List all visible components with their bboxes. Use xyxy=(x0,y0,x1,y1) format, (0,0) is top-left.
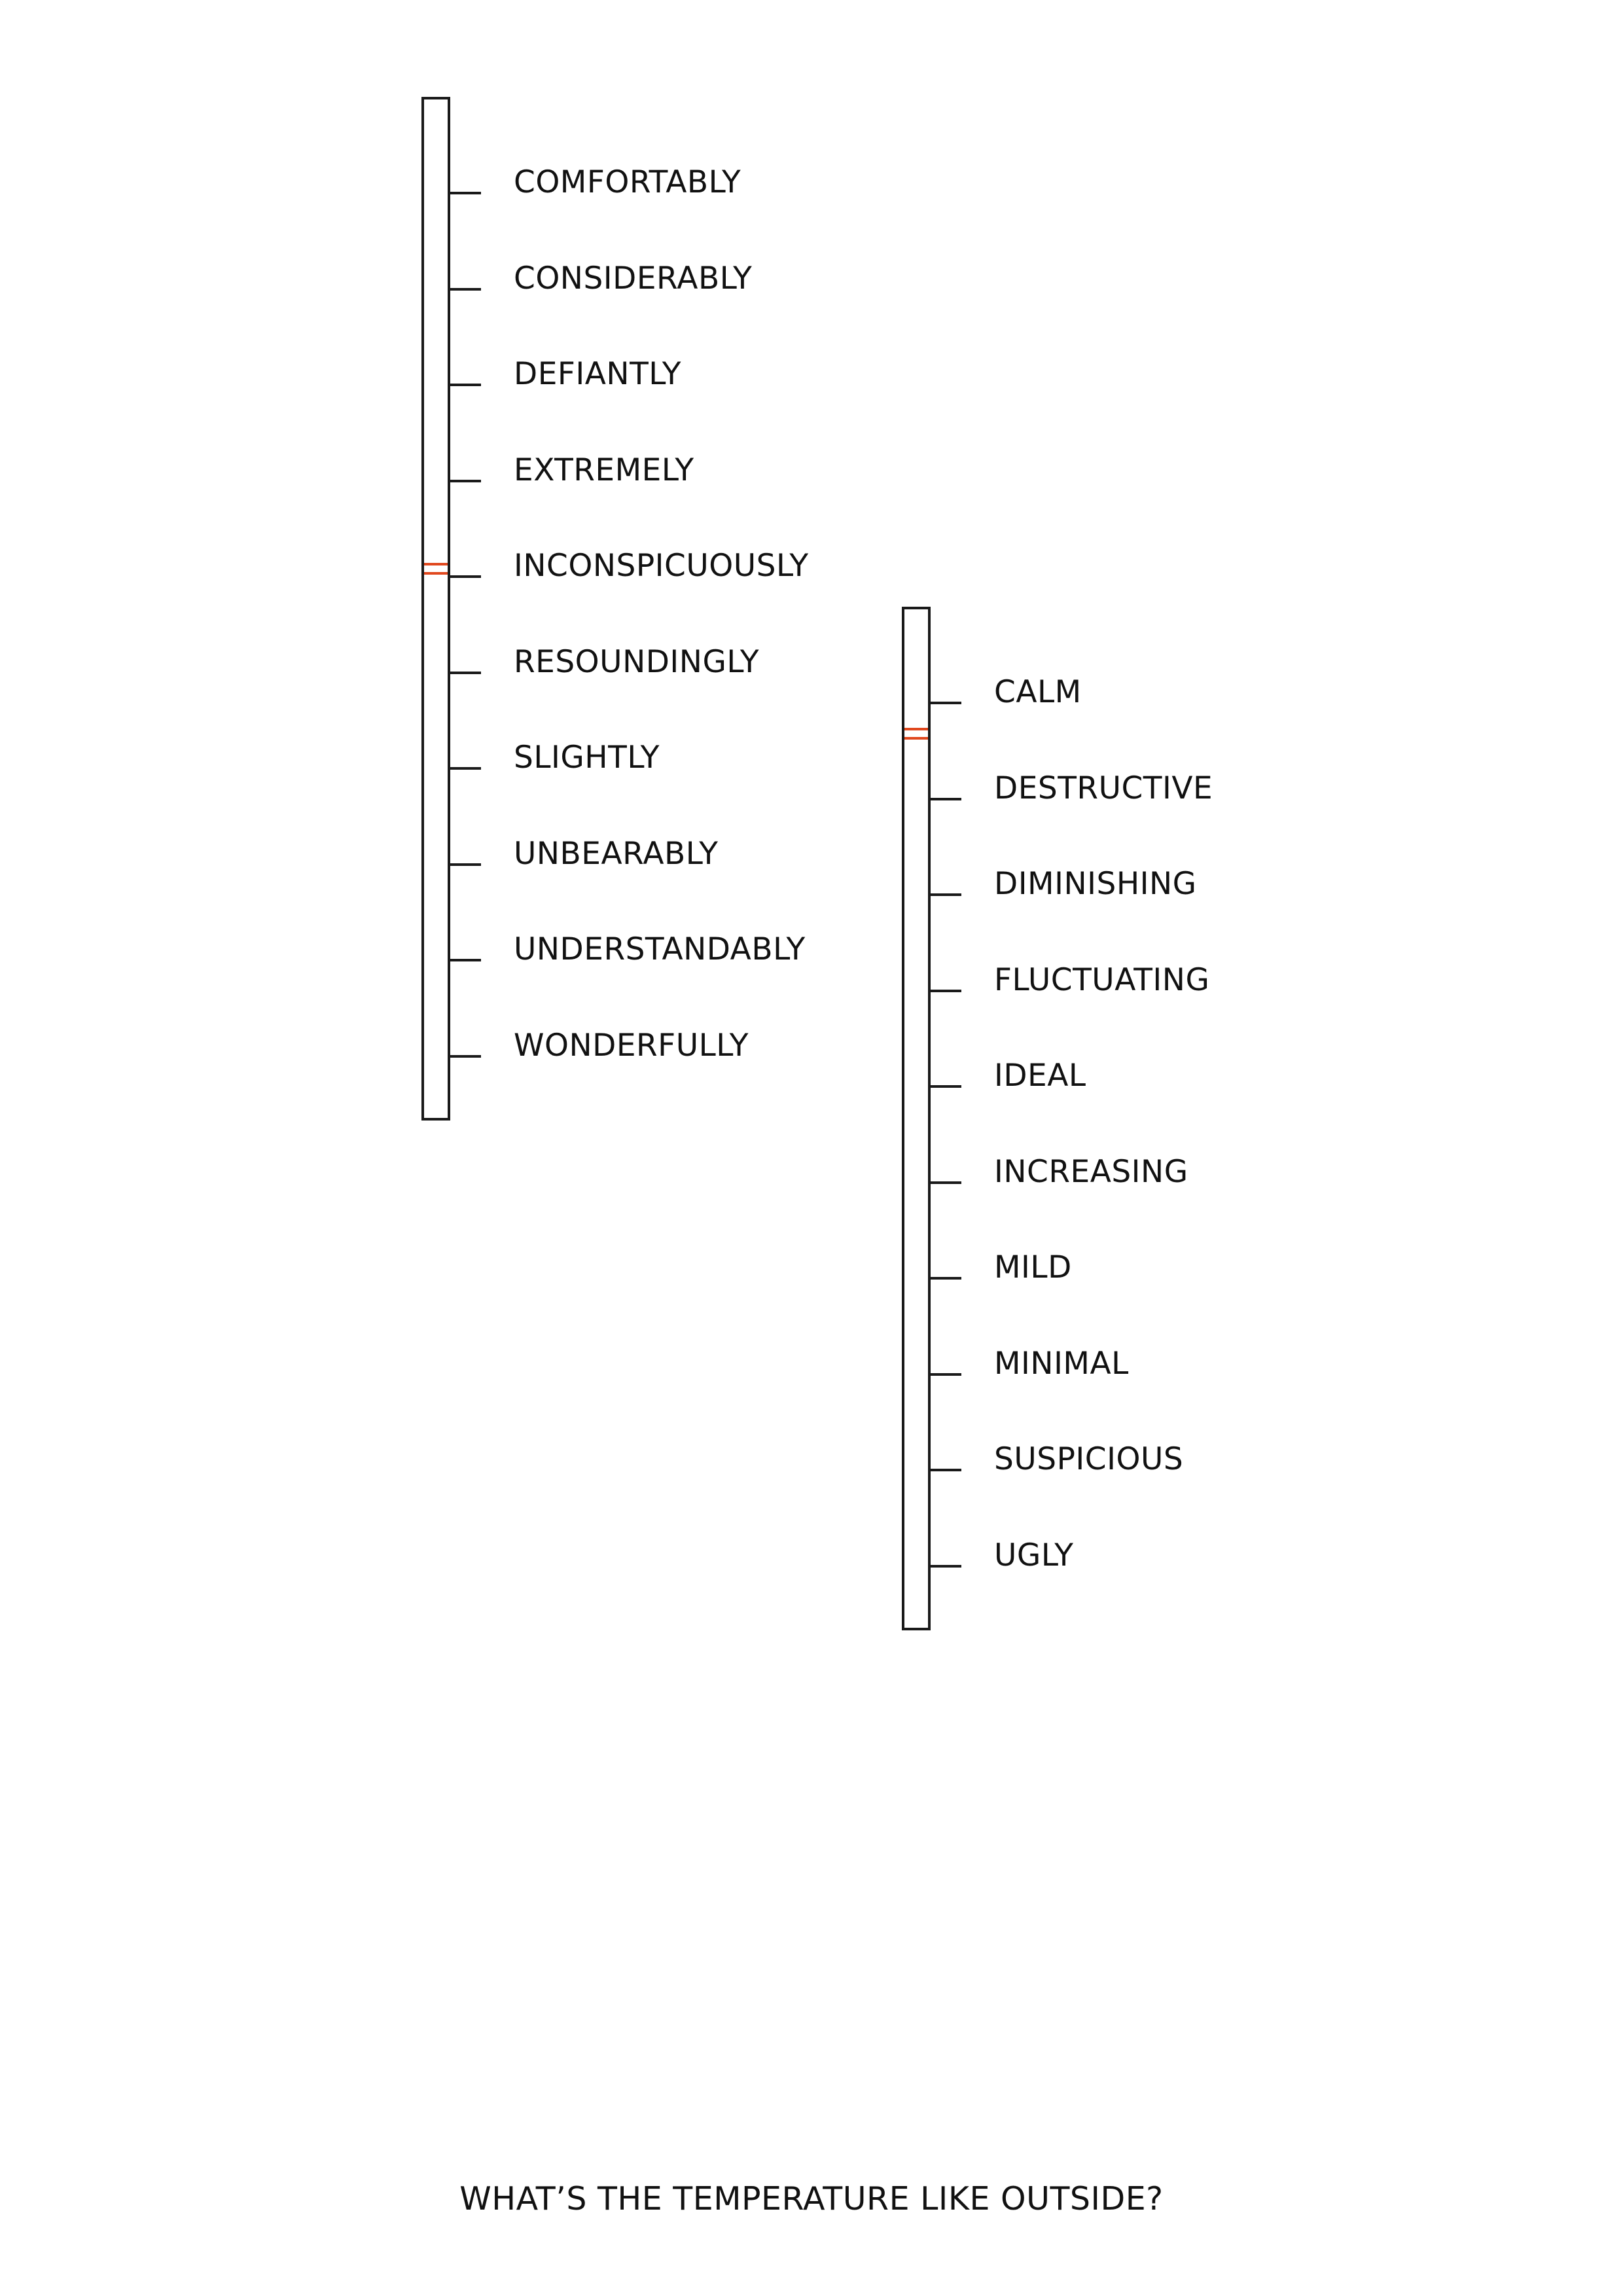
tick-mark xyxy=(931,1277,961,1280)
tick-mark xyxy=(931,1372,961,1376)
tick-label: WONDERFULLY xyxy=(514,1027,749,1064)
tick-mark xyxy=(450,959,481,961)
tick-mark xyxy=(450,287,481,291)
tick-label: SLIGHTLY xyxy=(514,740,660,776)
tick-label: IDEAL xyxy=(994,1058,1086,1094)
tick-label: MINIMAL xyxy=(994,1345,1129,1382)
tick-label: DESTRUCTIVE xyxy=(994,770,1213,806)
level-marker xyxy=(424,563,448,575)
tick-label: RESOUNDINGLY xyxy=(514,643,760,680)
tick-label: EXTREMELY xyxy=(514,452,694,488)
tick-label: INCREASING xyxy=(994,1153,1188,1190)
tick-mark xyxy=(931,989,961,992)
tick-label: INCONSPICUOUSLY xyxy=(514,548,809,584)
tick-label: COMFORTABLY xyxy=(514,164,741,200)
caption-question: WHAT’S THE TEMPERATURE LIKE OUTSIDE? xyxy=(459,2180,1164,2217)
tick-mark xyxy=(931,702,961,704)
tick-label: MILD xyxy=(994,1249,1072,1285)
tick-label: DEFIANTLY xyxy=(514,356,681,392)
level-marker xyxy=(904,727,928,740)
tick-mark xyxy=(450,863,481,866)
tick-label: CONSIDERABLY xyxy=(514,260,753,296)
thermometer-tube xyxy=(421,97,450,1121)
tick-mark xyxy=(450,767,481,770)
tick-label: FLUCTUATING xyxy=(994,961,1210,998)
tick-mark xyxy=(931,1181,961,1184)
tick-mark xyxy=(931,1469,961,1471)
tick-label: CALM xyxy=(994,674,1082,710)
tick-label: UGLY xyxy=(994,1537,1074,1573)
tick-mark xyxy=(931,797,961,800)
tick-mark xyxy=(931,893,961,896)
tick-mark xyxy=(450,384,481,386)
tick-mark xyxy=(450,479,481,482)
tick-mark xyxy=(450,1054,481,1058)
tick-label: SUSPICIOUS xyxy=(994,1441,1184,1477)
tick-mark xyxy=(931,1085,961,1088)
tick-mark xyxy=(450,575,481,578)
tick-label: UNBEARABLY xyxy=(514,835,719,872)
tick-label: DIMINISHING xyxy=(994,866,1197,902)
tick-mark xyxy=(931,1564,961,1568)
tick-label: UNDERSTANDABLY xyxy=(514,931,806,967)
tick-mark xyxy=(450,192,481,194)
tick-mark xyxy=(450,671,481,674)
thermometer-tube xyxy=(902,607,931,1630)
